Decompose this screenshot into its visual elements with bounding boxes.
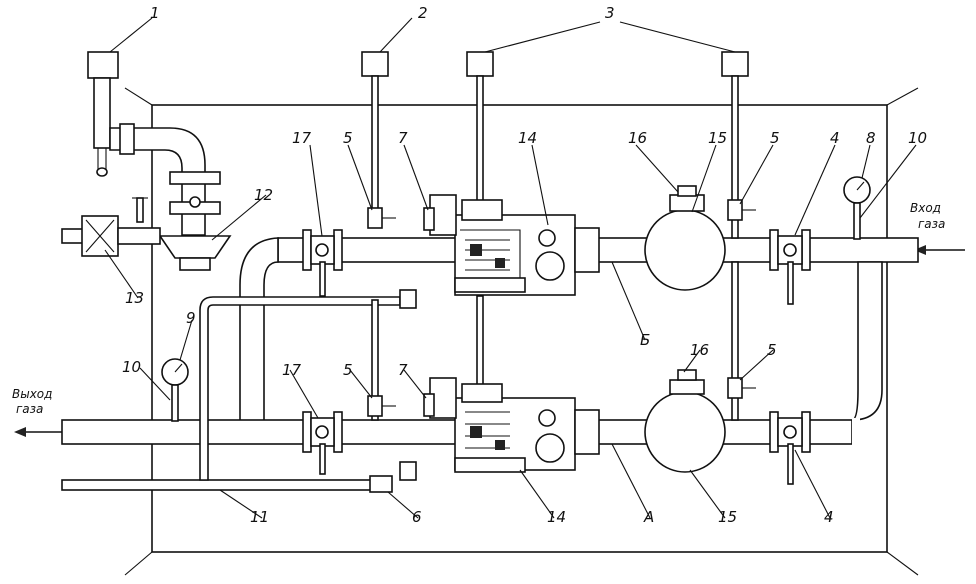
outlet-caption-line1: Выход (12, 387, 52, 401)
filter-upper (644, 185, 726, 291)
label-5-upper-right: 5 (770, 129, 780, 147)
label-9: 9 (186, 309, 196, 327)
label-5-lower-left: 5 (343, 361, 353, 379)
callout-labels: 1 2 3 17 5 7 14 16 15 5 4 8 10 12 13 Б 9… (122, 4, 927, 526)
label-b: Б (640, 331, 650, 349)
label-15-upper: 15 (708, 129, 727, 147)
label-6: 6 (412, 508, 422, 526)
valve-4-lower (769, 411, 811, 485)
label-4-upper: 4 (830, 129, 840, 147)
valve-4-upper (769, 229, 811, 305)
label-17-upper: 17 (292, 129, 312, 147)
label-16-lower: 16 (690, 341, 709, 359)
label-14-upper: 14 (518, 129, 537, 147)
label-15-lower: 15 (718, 508, 737, 526)
label-10-outlet: 10 (122, 358, 141, 376)
gauge-outlet (161, 358, 189, 422)
regulator-upper (429, 194, 600, 296)
label-5-upper-left: 5 (343, 129, 353, 147)
label-2: 2 (418, 4, 428, 22)
impulse-tube (61, 296, 401, 491)
valve-17-lower (302, 411, 343, 475)
label-12: 12 (254, 186, 273, 204)
label-13: 13 (125, 289, 144, 307)
inlet-caption-line1: Вход (910, 201, 941, 215)
flow-captions: Вход газа Выход газа (12, 201, 945, 416)
label-3: 3 (605, 4, 615, 22)
label-10-inlet: 10 (908, 129, 927, 147)
label-16-upper: 16 (628, 129, 647, 147)
label-8: 8 (866, 129, 876, 147)
outlet-arrow (14, 427, 62, 437)
inlet-caption-line2: газа (918, 217, 945, 231)
label-7-lower: 7 (398, 361, 408, 379)
label-14-lower: 14 (547, 508, 566, 526)
label-17-lower: 17 (282, 361, 302, 379)
cabinet-frame (124, 87, 919, 576)
label-7-upper: 7 (398, 129, 408, 147)
leader-lines (104, 17, 917, 519)
gauge-inlet (843, 176, 871, 240)
filter-lower (644, 369, 726, 473)
valve-17-upper (302, 229, 343, 297)
label-4-lower: 4 (824, 508, 834, 526)
label-a: А (643, 508, 654, 526)
heater-assembly (61, 51, 232, 271)
label-11: 11 (250, 508, 269, 526)
regulator-lower (429, 377, 600, 473)
small-valves (367, 199, 756, 493)
inlet-arrow (914, 245, 965, 255)
label-1: 1 (150, 4, 160, 22)
outlet-caption-line2: газа (16, 402, 43, 416)
label-5-lower-right: 5 (767, 341, 777, 359)
